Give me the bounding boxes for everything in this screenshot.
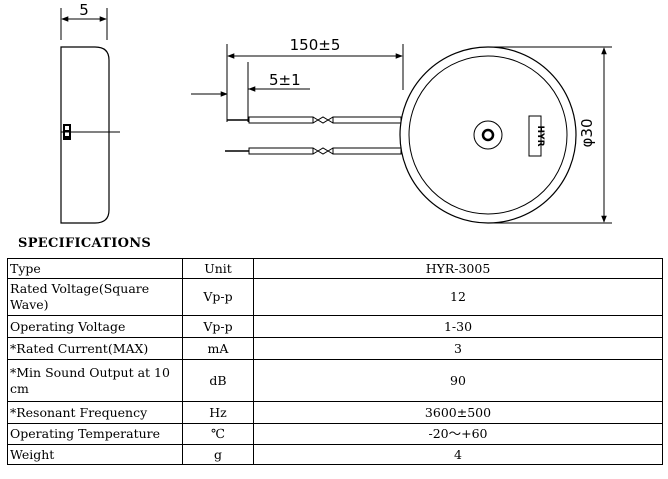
unit-cell: mA [182, 337, 254, 360]
table-row: Weight g 4 [7, 444, 663, 465]
table-row: Rated Voltage(Square Wave) Vp-p 12 [7, 278, 663, 316]
lead-wires: 150±5 5±1 [191, 36, 404, 155]
unit-cell: Vp-p [182, 315, 254, 338]
value-cell: -20～+60 [253, 423, 663, 445]
value-cell: 4 [253, 444, 663, 465]
table-row: Operating Temperature ℃ -20～+60 [7, 423, 663, 445]
value-cell: 1-30 [253, 315, 663, 338]
table-row: *Resonant Frequency Hz 3600±500 [7, 401, 663, 424]
unit-cell: ℃ [182, 423, 254, 445]
buzzer-drawing: 5 150±5 5±1 HYR [60, 1, 612, 224]
unit-cell: Vp-p [182, 278, 254, 316]
param-cell: Operating Voltage [7, 315, 183, 338]
param-cell: *Min Sound Output at 10 cm [7, 359, 183, 402]
value-cell: 3 [253, 337, 663, 360]
value-cell: 90 [253, 359, 663, 402]
value-cell: 3600±500 [253, 401, 663, 424]
side-width-label: 5 [79, 1, 89, 19]
unit-cell: Unit [182, 258, 254, 279]
table-row: Type Unit HYR-3005 [7, 258, 663, 279]
spec-title: SPECIFICATIONS [18, 236, 152, 251]
lead-length-label: 150±5 [290, 36, 341, 54]
top-view: HYR φ30 [399, 46, 612, 224]
param-cell: Rated Voltage(Square Wave) [7, 278, 183, 316]
side-view: 5 [60, 1, 120, 224]
unit-cell: Hz [182, 401, 254, 424]
table-row: Operating Voltage Vp-p 1-30 [7, 315, 663, 338]
unit-cell: g [182, 444, 254, 465]
table-row: *Min Sound Output at 10 cm dB 90 [7, 359, 663, 402]
param-cell: *Rated Current(MAX) [7, 337, 183, 360]
spec-table: Type Unit HYR-3005 Rated Voltage(Square … [7, 258, 663, 465]
table-row: *Rated Current(MAX) mA 3 [7, 337, 663, 360]
param-cell: Type [7, 258, 183, 279]
param-cell: Operating Temperature [7, 423, 183, 445]
value-cell: HYR-3005 [253, 258, 663, 279]
param-cell: Weight [7, 444, 183, 465]
part-marking: HYR [535, 126, 545, 147]
strip-length-label: 5±1 [269, 71, 301, 89]
unit-cell: dB [182, 359, 254, 402]
param-cell: *Resonant Frequency [7, 401, 183, 424]
diameter-label: φ30 [578, 119, 596, 148]
value-cell: 12 [253, 278, 663, 316]
